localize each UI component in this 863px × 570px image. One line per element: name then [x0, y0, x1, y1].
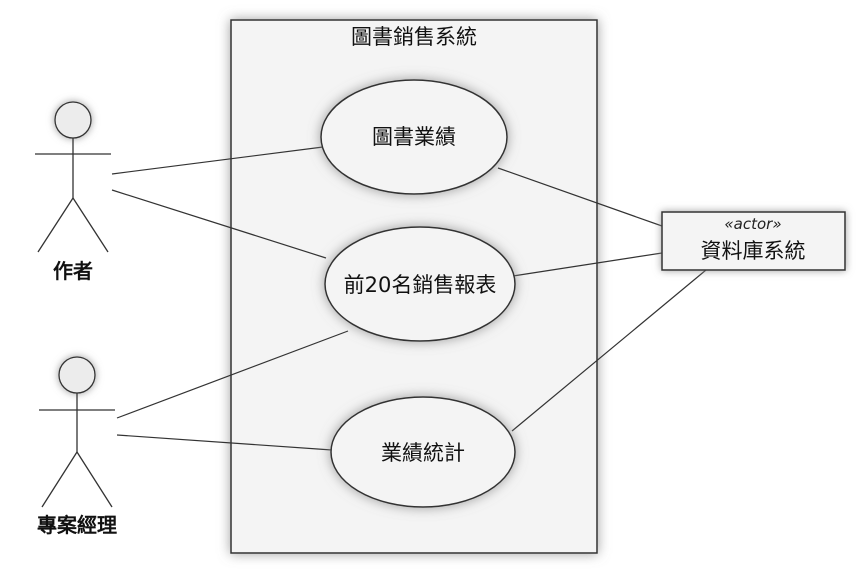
use-case-ellipse — [320, 79, 508, 195]
association-lines — [111, 146, 707, 451]
use-case-label: 業績統計 — [381, 441, 465, 465]
use-case-top20-report: 前20名銷售報表 — [324, 226, 516, 342]
use-case-label: 前20名銷售報表 — [344, 273, 497, 297]
actor-author-label: 作者 — [53, 259, 93, 283]
actor-project-manager-label: 專案經理 — [37, 513, 117, 537]
association-author-uc1 — [111, 146, 324, 175]
actor-right-leg-icon — [76, 451, 113, 508]
actor-left-leg-icon — [41, 451, 78, 508]
association-uc1-database — [497, 167, 663, 227]
association-uc3-database — [511, 269, 707, 432]
association-uc2-database — [512, 252, 663, 277]
actor-left-leg-icon — [37, 197, 74, 253]
actor-head-icon — [54, 101, 92, 139]
association-manager-uc2 — [116, 330, 349, 419]
use-case-label: 圖書業績 — [372, 125, 456, 149]
external-system-name: 資料庫系統 — [701, 239, 806, 263]
actor-right-leg-icon — [72, 197, 109, 253]
use-case-ellipse — [330, 396, 516, 508]
use-case-book-performance: 圖書業績 — [320, 79, 508, 195]
actor-project-manager — [39, 356, 115, 508]
use-case-performance-stats: 業績統計 — [330, 396, 516, 508]
external-system-database: «actor» 資料庫系統 — [661, 211, 846, 271]
system-boundary-title: 圖書銷售系統 — [351, 25, 477, 49]
external-system-stereotype: «actor» — [724, 215, 781, 233]
actor-author — [35, 101, 111, 253]
actor-head-icon — [58, 356, 96, 394]
use-case-ellipse — [324, 226, 516, 342]
association-manager-uc3 — [116, 434, 333, 451]
association-author-uc2 — [111, 189, 327, 259]
external-system-box — [661, 211, 846, 271]
